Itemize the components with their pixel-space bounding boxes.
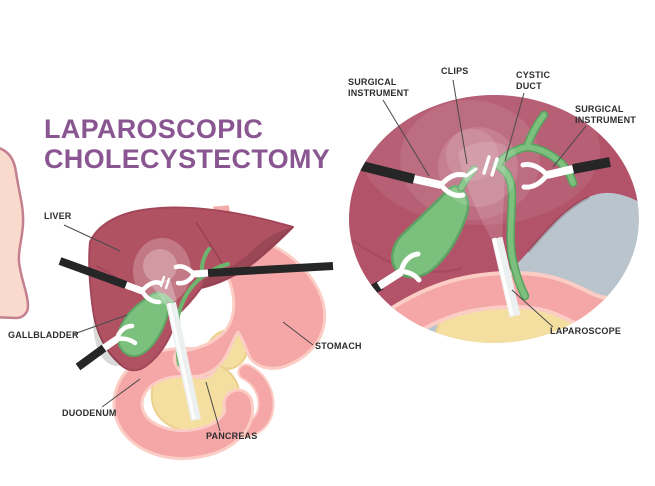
skin-shape xyxy=(0,147,30,320)
leader-pancreas xyxy=(205,381,221,432)
inset-liver-sheen xyxy=(360,95,600,225)
leader-surgical-instrument-right xyxy=(552,125,587,168)
page-title-line1: LAPAROSCOPIC xyxy=(44,114,264,144)
inset-hepatic-duct xyxy=(494,144,530,168)
inset-cystic-duct-shape xyxy=(494,162,528,299)
label-cystic-duct: CYSTIC DUCT xyxy=(516,70,551,91)
label-surgical-instrument-left: SURGICAL INSTRUMENT xyxy=(348,77,409,98)
inset-grasper-right xyxy=(520,157,611,190)
inset-hepatic-branch-up xyxy=(524,112,547,150)
inset-hepatic-branch-right xyxy=(524,144,576,186)
leader-laparoscope xyxy=(511,289,554,328)
main-anatomy-view xyxy=(58,205,334,460)
inset-liver-sheen-2 xyxy=(400,100,540,220)
inset-scope-light xyxy=(438,127,518,242)
liver-ridge-line xyxy=(195,221,223,265)
leader-cystic-duct xyxy=(504,92,525,162)
label-clips: CLIPS xyxy=(441,66,469,76)
inset-bile-ducts xyxy=(458,112,576,299)
label-laparoscope: LAPAROSCOPE xyxy=(550,326,622,336)
leader-lines xyxy=(63,79,587,432)
leader-gallbladder xyxy=(73,314,128,335)
grasper-right xyxy=(173,262,334,286)
page-title-line2: CHOLECYSTECTOMY xyxy=(44,144,331,174)
grasper-upper-left xyxy=(58,257,163,305)
leader-stomach xyxy=(282,321,314,346)
label-liver: LIVER xyxy=(44,211,72,221)
duodenum-shape xyxy=(115,349,252,457)
jejunum-shape-fill xyxy=(231,365,273,437)
label-duodenum: DUODENUM xyxy=(62,408,117,418)
grasper-lower-left xyxy=(75,323,138,371)
label-pancreas: PANCREAS xyxy=(206,431,258,441)
inset-clips-marks xyxy=(464,155,499,178)
leader-clips xyxy=(452,79,468,165)
label-gallbladder: GALLBLADDER xyxy=(8,330,79,340)
label-stomach: STOMACH xyxy=(315,341,362,351)
laparoscope-main xyxy=(166,301,201,422)
leader-surgical-instrument-left xyxy=(382,99,430,177)
inset-liver-edge-line xyxy=(526,195,590,253)
label-surgical-instrument-right: SURGICAL INSTRUMENT xyxy=(575,104,636,125)
page-title: LAPAROSCOPIC CHOLECYSTECTOMY xyxy=(44,114,344,174)
leader-duodenum xyxy=(101,378,141,408)
body-outline-fragment xyxy=(0,147,30,320)
inset-laparoscope xyxy=(491,236,521,318)
inset-magnified-view xyxy=(349,95,639,343)
leader-liver xyxy=(63,224,121,252)
